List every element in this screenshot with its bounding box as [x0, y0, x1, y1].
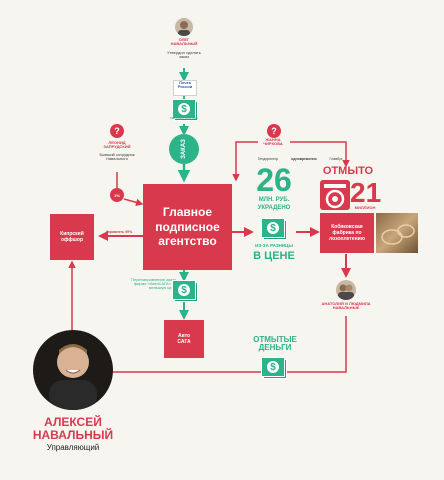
main-agency-node: Главное подписное агентство: [143, 184, 232, 270]
people-icon: [338, 284, 354, 300]
arrow-percent-to-main: [123, 198, 144, 207]
leonid-desc: Бывший сотрудник Навального: [99, 152, 135, 162]
main-agency-label: Главное подписное агентство: [155, 205, 220, 249]
bracket-zhanna-right: [290, 141, 350, 168]
zhanna-pin-icon: ?: [267, 124, 281, 138]
zakaz-node: ЗАКАЗ: [169, 134, 199, 164]
zhanna-role-0: Гендиректор: [257, 157, 279, 161]
avtosaga-node: Авто САГА: [164, 320, 204, 358]
post-money-label: ИВ РОСС ПОСТАН: [170, 116, 198, 120]
percent-badge: 1%: [110, 188, 124, 202]
money-icon-post: $$: [172, 99, 198, 121]
oleg-name: ОЛЕГ НАВАЛЬНЫЙ: [170, 37, 198, 47]
money-icon-laundered: $$: [261, 357, 287, 379]
bracket-zhanna-left: [235, 141, 258, 170]
reroute-text: Перенаправление заказ фирме «АвтоСАГА» з…: [131, 277, 176, 291]
laundered-number: 21: [350, 177, 382, 208]
stolen-line4: В ЦЕНЕ: [253, 250, 295, 262]
pochta-logo: Почта России: [173, 80, 197, 96]
cyprus-label: Кипрский оффшор: [60, 231, 84, 243]
stolen-line2: УКРАДЕНО: [257, 205, 291, 211]
basket-icon: [381, 224, 415, 245]
percent-label: 1%: [114, 192, 120, 198]
laundering-machine-icon: [320, 180, 350, 210]
cyprus-offshore-node: Кипрский оффшор: [50, 214, 94, 260]
basket-photo: [376, 213, 418, 253]
factory-node: Кобяковская фабрика по лозоплетению: [320, 213, 374, 253]
oleg-avatar: [175, 18, 193, 36]
stolen-number: 26: [256, 162, 292, 198]
zhanna-name: ЖАННА ЧИРКОВА: [263, 137, 283, 147]
stolen-line1: МЛН. РУБ.: [258, 197, 290, 203]
avtosaga-label: Авто САГА: [177, 333, 191, 345]
money-icon-stolen: $$: [261, 218, 287, 240]
oleg-desc: Утвердил сделать заказ: [167, 50, 201, 60]
person-icon: [178, 21, 190, 36]
money-icon-main: $$: [172, 280, 198, 302]
washing-machine-icon: [324, 184, 346, 209]
money-box-label: ОТМЫТЫЕ ДЕНЬГИ: [253, 335, 297, 353]
cyprus-arrow-label: Управлять 99%: [105, 230, 133, 234]
leonid-pin-icon: ?: [110, 124, 124, 138]
person-photo-icon: [49, 344, 97, 410]
zakaz-label: ЗАКАЗ: [180, 139, 187, 159]
alexey-role: Управляющий: [46, 443, 100, 452]
zhanna-role-2: Главбух: [329, 157, 343, 161]
alexey-name: АЛЕКСЕЙ НАВАЛЬНЫЙ: [32, 415, 114, 442]
parents-avatar: [336, 280, 356, 300]
zhanna-role-1: одновременно: [291, 157, 317, 161]
leonid-name: ЛЕОНИД ЗАПРУДСКИЙ: [103, 140, 131, 150]
loop-parents-to-cyprus: [86, 316, 347, 373]
factory-label: Кобяковская фабрика по лозоплетению: [329, 224, 365, 242]
parents-label: АНАТОЛИЙ И ЛЮДМИЛА НАВАЛЬНЫЕ: [321, 301, 371, 311]
laundered-title: ОТМЫТО: [322, 165, 374, 177]
alexey-avatar: [33, 330, 113, 410]
laundered-unit: МИЛЛИОН: [354, 205, 376, 210]
stolen-line3: ИЗ-ЗА РАЗНИЦЫ: [255, 243, 293, 248]
